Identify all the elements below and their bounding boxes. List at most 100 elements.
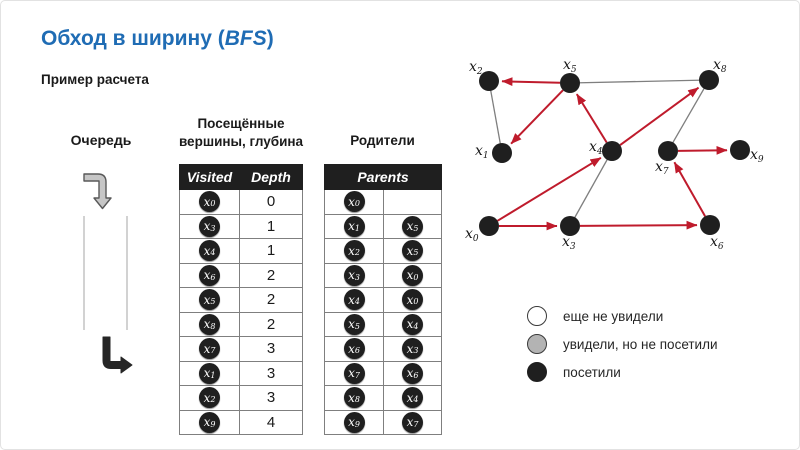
depth-value: 4 [239,409,303,435]
column-header-parents: Parents [323,164,443,190]
visited-table-caption: Посещённые вершины, глубина [178,116,304,149]
depth-value: 2 [239,311,303,337]
parent-empty-cell [382,189,443,215]
legend: еще не увидели увидели, но не посетили п… [527,302,718,386]
graph-edge-x7-x9 [677,145,728,155]
column-header-depth: Depth [239,164,303,190]
graph-edge-x1-x2 [488,80,503,154]
queue-in-arrow-icon [83,173,112,210]
title-close-paren: ) [266,27,274,50]
graph-edge-x3-x4 [569,150,613,227]
depth-value: 3 [239,360,303,386]
title-abbrev: BFS [224,27,267,50]
graph-node-x5 [560,73,580,93]
title-text: Обход в ширину ( [41,27,225,50]
depth-value: 2 [239,287,303,313]
depth-value: 3 [239,385,303,411]
depth-value: 1 [239,213,303,239]
graph-edge-x3-x6 [579,220,698,230]
legend-item: еще не увидели [527,302,718,330]
graph-node-label-x6: x6 [710,234,724,252]
legend-label: еще не увидели [563,308,664,324]
graph-node-label-x5: x5 [563,57,577,75]
legend-label: увидели, но не посетили [563,336,718,352]
queue-out-arrow-icon [102,336,133,374]
graph-node-label-x9: x9 [750,147,764,165]
graph-node-x1 [492,143,512,163]
queue-label: Очередь [70,132,132,148]
graph-edge-x4-x8 [619,86,700,146]
depth-value: 0 [239,189,303,215]
queue-graphic [83,173,133,374]
graph-edge-x5-x8 [569,79,710,84]
depth-value: 3 [239,336,303,362]
graph-node-label-x4: x4 [589,139,603,157]
graph-edge-x5-x2 [501,77,561,86]
subtitle: Пример расчета [41,72,149,87]
legend-item: увидели, но не посетили [527,330,718,358]
graph-node-x7 [658,141,678,161]
bfs-graph: x0 x1 x2 x3 x4 x5 x6 x7 x8 x9 [465,57,764,252]
legend-item: посетили [527,358,718,386]
depth-value: 2 [239,262,303,288]
graph-node-label-x8: x8 [713,57,727,75]
graph-node-x0 [479,216,499,236]
graph-node-label-x3: x3 [562,234,576,252]
graph-node-x8 [699,70,719,90]
not-seen-circle-icon [527,306,547,326]
parents-header-row: Parents [323,164,443,190]
graph-node-x2 [479,71,499,91]
graph-edge-x4-x5 [575,93,608,144]
graph-node-label-x1: x1 [475,143,489,161]
graph-node-x6 [700,215,720,235]
graph-edge-x0-x4 [496,156,602,222]
legend-label: посетили [563,364,621,380]
parents-table-caption: Родители [350,133,415,148]
visited-header-row: Visited Depth [179,164,303,190]
graph-node-x9 [730,140,750,160]
graph-edge-x5-x1 [510,89,564,145]
page-title: Обход в ширину (BFS) [41,27,274,51]
